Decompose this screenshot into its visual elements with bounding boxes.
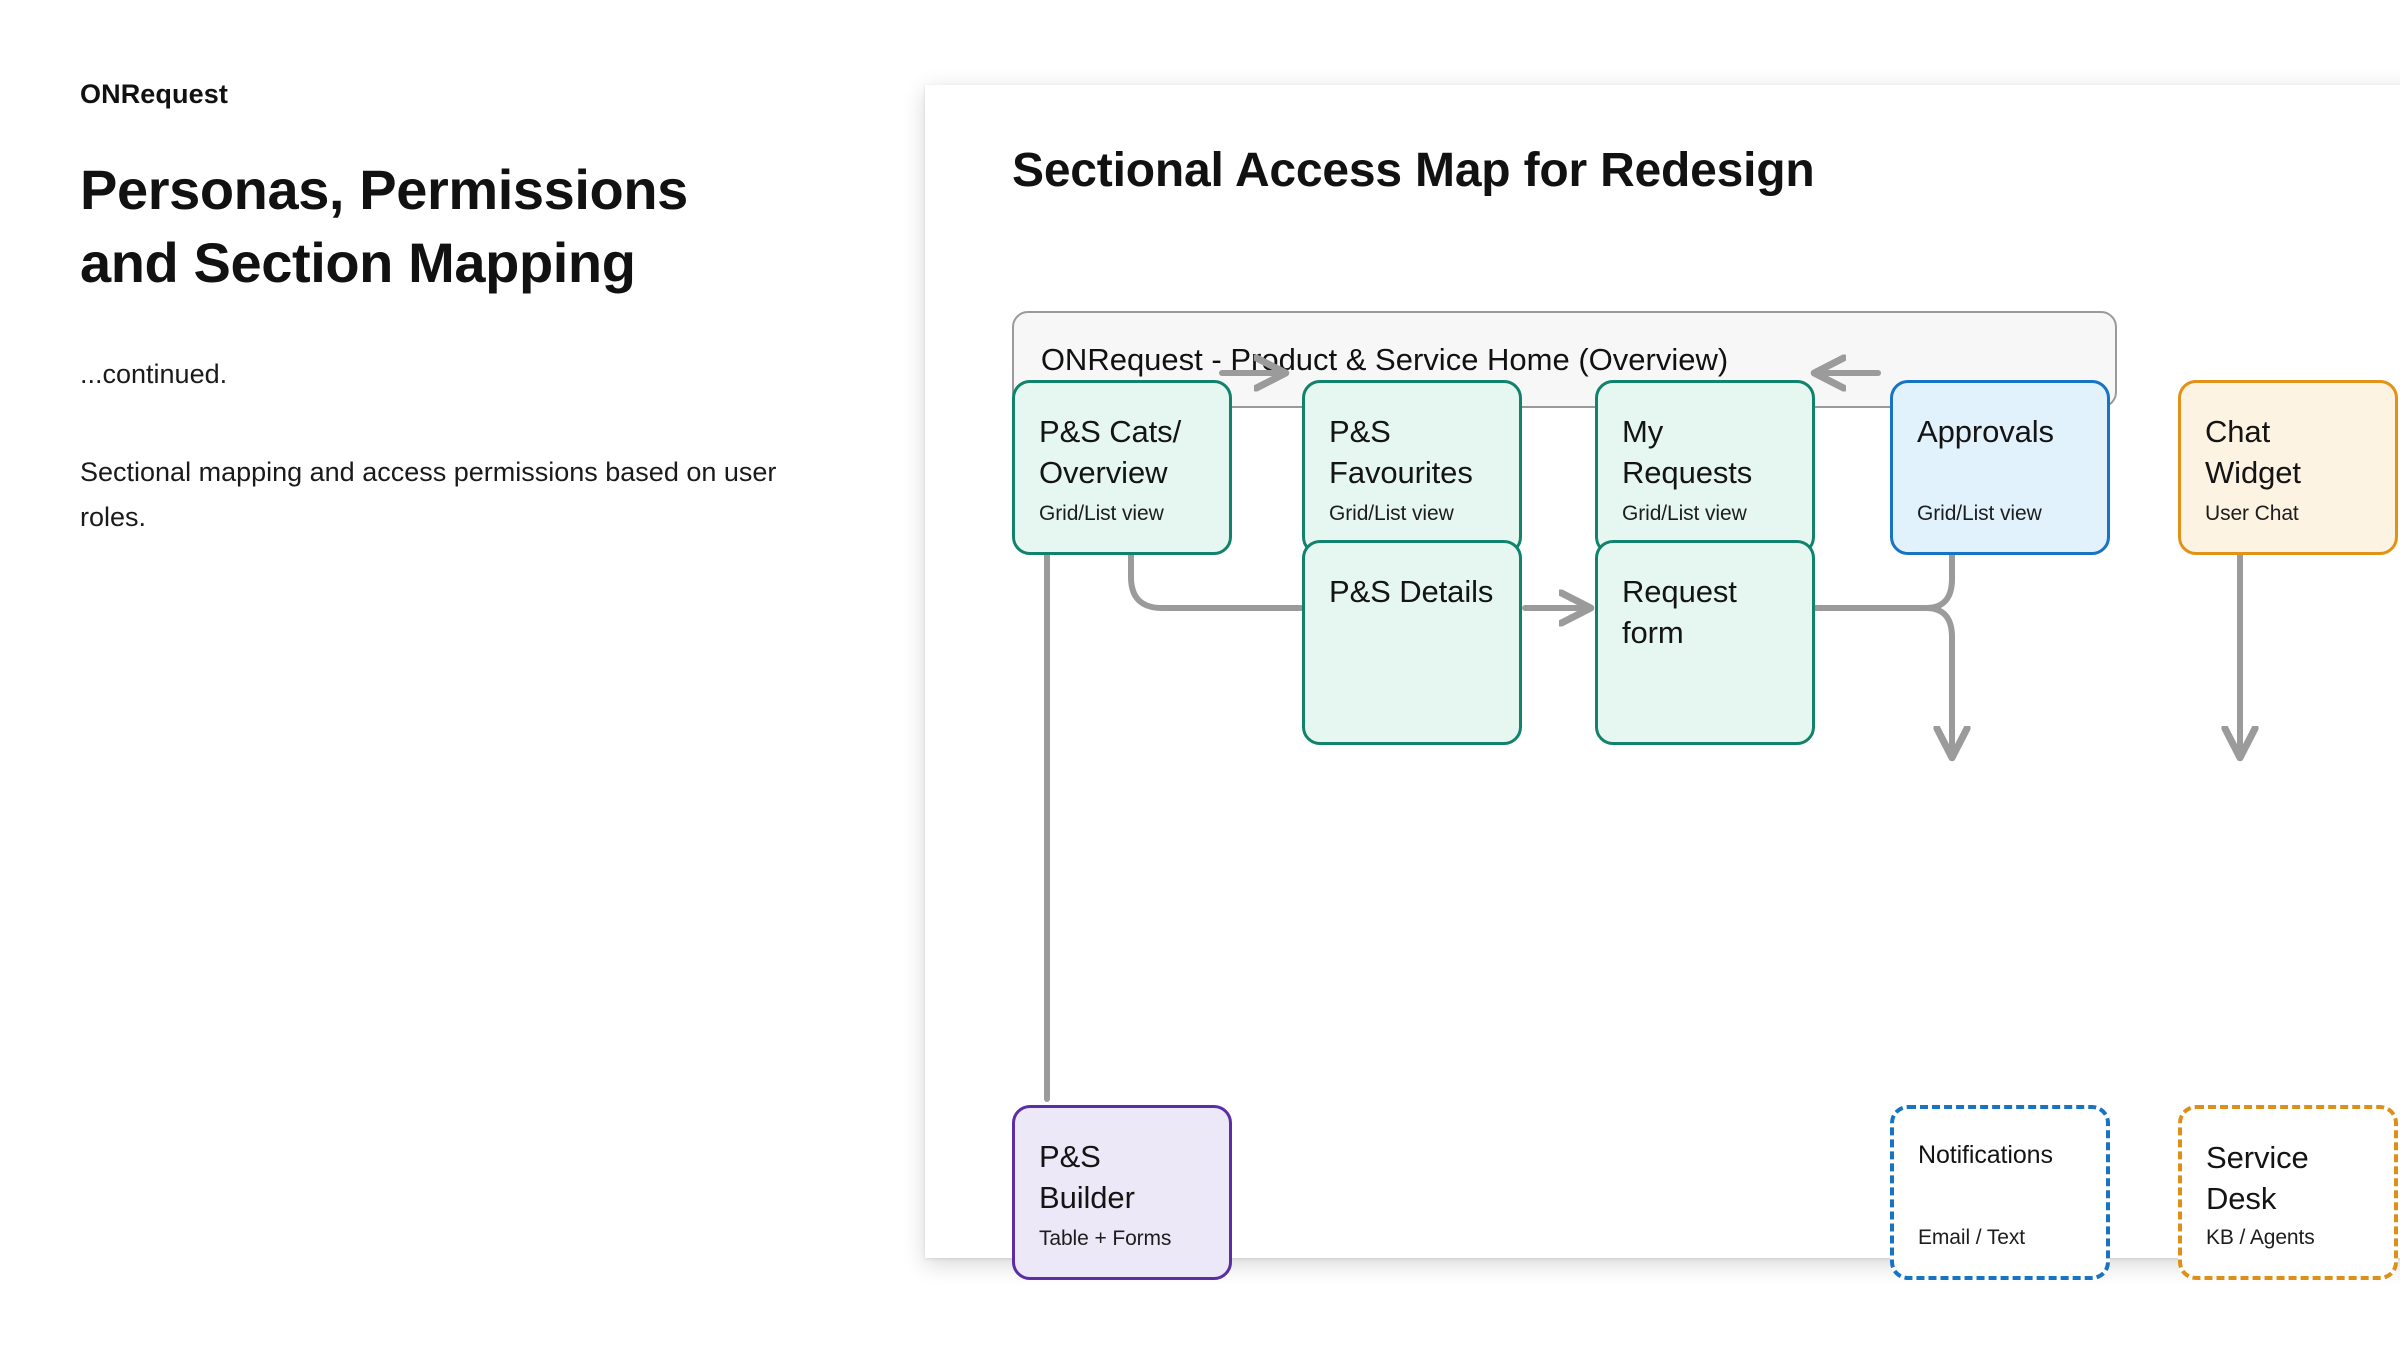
diagram-card: Sectional Access Map for Redesign ONRequ… (925, 85, 2400, 1280)
node-subtitle: Grid/List view (1622, 502, 1747, 525)
node-title: P&S Cats/ Overview (1039, 414, 1182, 491)
node-subtitle: KB / Agents (2206, 1226, 2315, 1249)
node-title: Service Desk (2206, 1140, 2309, 1217)
node-title: My Requests (1622, 414, 1753, 491)
overview-banner-label: ONRequest - Product & Service Home (Over… (1040, 341, 1729, 377)
page-description: Sectional mapping and access permissions… (80, 456, 777, 532)
node-title: P&S Details (1329, 574, 1494, 609)
node-title: Approvals (1917, 414, 2054, 449)
node-subtitle: Table + Forms (1039, 1227, 1172, 1250)
node-title: P&S Builder (1039, 1139, 1135, 1216)
continued-note: ...continued. (80, 358, 228, 389)
node-title: P&S Favourites (1329, 414, 1473, 491)
node-subtitle: Email / Text (1918, 1226, 2025, 1249)
edge-requestform-to-notifications (1923, 605, 1952, 757)
node-my-requests[interactable]: My Requests Grid/List view (1595, 380, 1815, 555)
node-request-form[interactable]: Request form (1595, 540, 1815, 745)
node-title: Chat Widget (2205, 414, 2301, 491)
node-subtitle: Grid/List view (1917, 502, 2042, 525)
node-approvals[interactable]: Approvals Grid/List view (1890, 380, 2110, 555)
node-subtitle: Grid/List view (1039, 502, 1164, 525)
node-subtitle: Grid/List view (1329, 502, 1454, 525)
brand-eyebrow: ONRequest (80, 79, 228, 109)
node-ps-favourites[interactable]: P&S Favourites Grid/List view (1302, 380, 1522, 555)
node-notifications[interactable]: Notifications Email / Text (1890, 1105, 2110, 1280)
node-chat-widget[interactable]: Chat Widget User Chat (2178, 380, 2398, 555)
node-title: Notifications (1918, 1141, 2053, 1169)
left-panel: ONRequest Personas, Permissions and Sect… (80, 78, 840, 539)
node-subtitle: User Chat (2205, 502, 2299, 525)
page-title: Personas, Permissions and Section Mappin… (80, 158, 688, 295)
node-ps-cats-overview[interactable]: P&S Cats/ Overview Grid/List view (1012, 380, 1232, 555)
node-ps-builder[interactable]: P&S Builder Table + Forms (1012, 1105, 1232, 1280)
node-service-desk[interactable]: Service Desk KB / Agents (2178, 1105, 2398, 1280)
node-title: Request form (1622, 574, 1737, 651)
node-ps-details[interactable]: P&S Details (1302, 540, 1522, 745)
diagram-title: Sectional Access Map for Redesign (1012, 144, 1815, 197)
